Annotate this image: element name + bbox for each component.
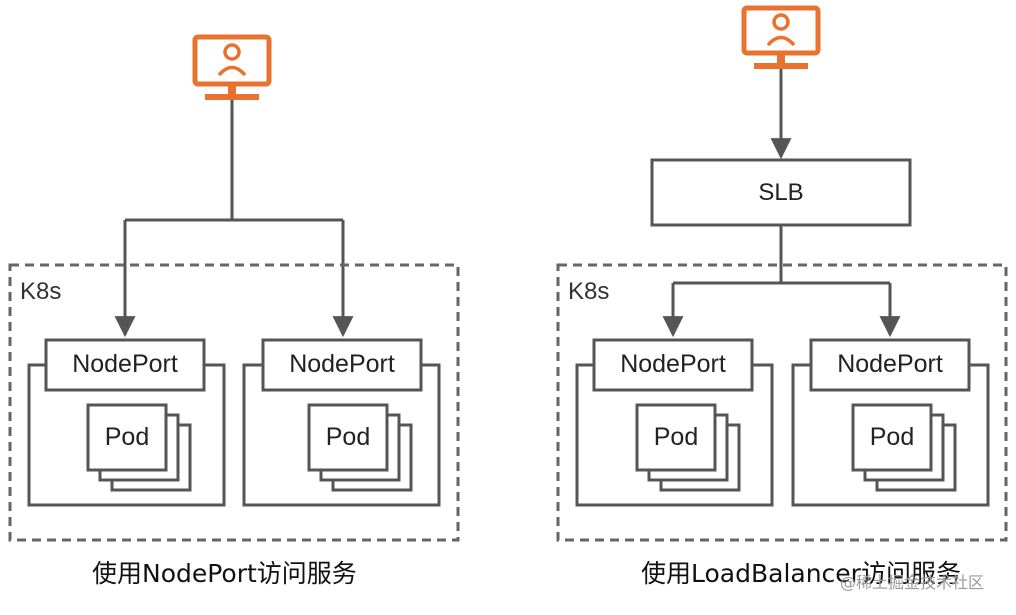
left-nodeport-label-1: NodePort: [72, 350, 178, 378]
right-caption: 使用LoadBalancer访问服务: [641, 559, 961, 588]
watermark: @稀土掘金技术社区: [840, 573, 985, 592]
left-pod-label-2: Pod: [325, 423, 371, 451]
user-monitor-icon: [192, 34, 272, 100]
left-pod-label-1: Pod: [104, 423, 150, 451]
right-connectors: [662, 69, 901, 338]
right-node-1: [575, 338, 774, 507]
left-nodeport-label-2: NodePort: [289, 350, 395, 378]
left-caption: 使用NodePort访问服务: [92, 559, 357, 588]
left-node-1: [27, 338, 226, 507]
left-k8s-label: K8s: [20, 278, 62, 305]
right-nodeport-label-1: NodePort: [620, 350, 726, 378]
right-k8s-cluster-frame: [556, 263, 1008, 542]
right-nodeport-label-2: NodePort: [837, 350, 943, 378]
left-k8s-cluster-frame: [8, 263, 460, 542]
right-node-2: [791, 338, 990, 507]
left-connectors: [114, 100, 354, 338]
slb-box: [650, 158, 912, 227]
user-monitor-icon: [741, 5, 821, 69]
right-pod-label-2: Pod: [869, 423, 915, 451]
slb-label: SLB: [758, 179, 804, 206]
left-node-2: [242, 338, 441, 507]
right-pod-label-1: Pod: [653, 423, 699, 451]
right-k8s-label: K8s: [568, 278, 610, 305]
